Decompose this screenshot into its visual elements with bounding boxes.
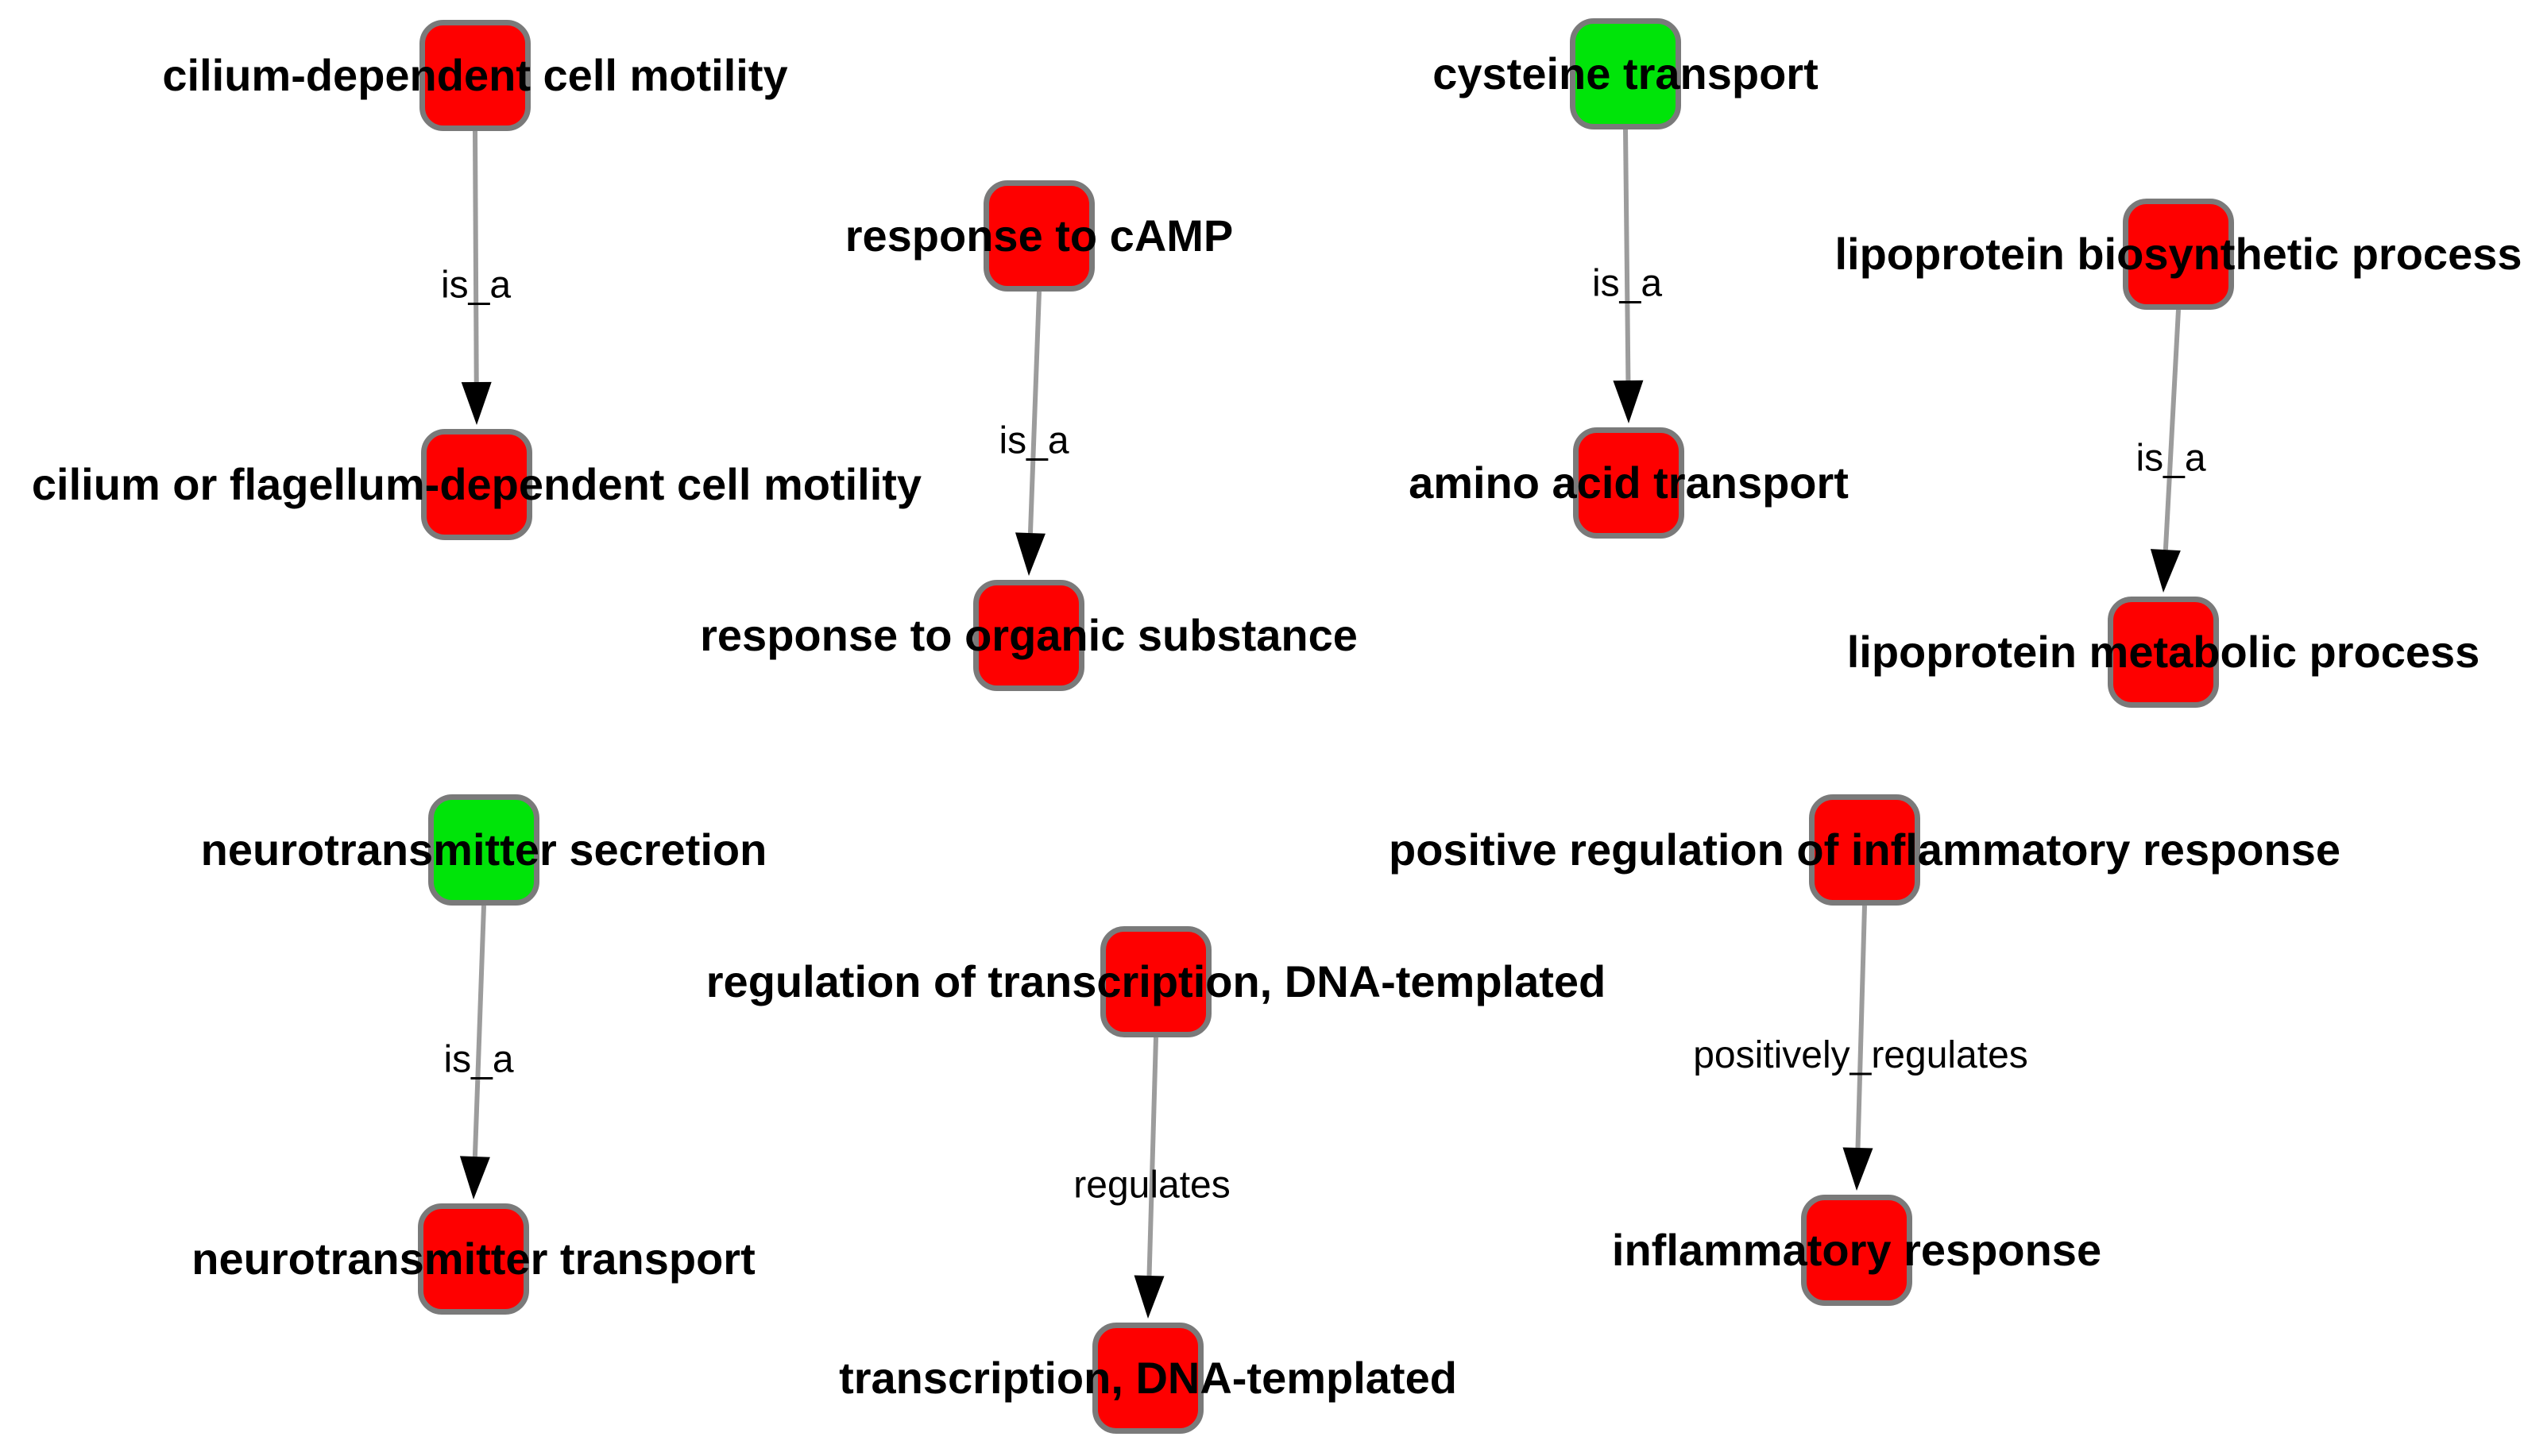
go-term-node-n2[interactable] [421, 429, 532, 540]
node-label-n1: cilium-dependent cell motility [162, 50, 788, 100]
node-label-n4: response to organic substance [700, 610, 1358, 660]
go-term-node-n4[interactable] [973, 580, 1084, 691]
edge-line[interactable] [2163, 309, 2181, 550]
node-label-n13: positive regulation of inflammatory resp… [1388, 825, 2341, 875]
node-label-n3: response to cAMP [845, 210, 1234, 261]
go-term-node-n14[interactable] [1801, 1195, 1912, 1306]
edge-n7-n8: is_a [2136, 309, 2206, 593]
go-term-node-n8[interactable] [2108, 597, 2219, 708]
edge-n13-n14: positively_regulates [1693, 905, 2028, 1191]
edge-line[interactable] [1027, 291, 1042, 534]
go-term-node-n10[interactable] [418, 1203, 529, 1315]
edge-label: is_a [443, 1039, 513, 1081]
edge-n11-n12: regulates [1073, 1037, 1231, 1319]
edge-arrowhead [461, 381, 492, 425]
edge-line[interactable] [1623, 129, 1631, 381]
edge-label: positively_regulates [1693, 1034, 2028, 1076]
edge-arrowhead [1842, 1147, 1873, 1191]
edge-n5-n6: is_a [1592, 129, 1662, 423]
go-term-node-n13[interactable] [1809, 794, 1920, 906]
edge-line[interactable] [472, 905, 486, 1157]
edge-arrowhead [1015, 532, 1046, 576]
go-term-node-n5[interactable] [1570, 18, 1681, 129]
go-term-node-n3[interactable] [984, 180, 1095, 292]
edge-label: is_a [2136, 438, 2205, 480]
edge-n1-n2: is_a [441, 130, 511, 425]
node-label-n6: amino acid transport [1409, 458, 1849, 508]
edge-n9-n10: is_a [443, 905, 514, 1199]
go-term-node-n9[interactable] [428, 794, 539, 906]
node-label-n2: cilium or flagellum-dependent cell motil… [31, 459, 922, 509]
edge-arrowhead [1134, 1275, 1165, 1319]
node-label-n14: inflammatory response [1611, 1225, 2102, 1275]
edge-arrowhead [2150, 549, 2181, 593]
go-term-node-n11[interactable] [1100, 926, 1212, 1037]
edge-label: regulates [1073, 1164, 1230, 1207]
edge-line[interactable] [1855, 905, 1867, 1149]
edge-n3-n4: is_a [999, 291, 1069, 576]
go-term-node-n12[interactable] [1092, 1323, 1204, 1434]
go-term-node-n7[interactable] [2123, 199, 2234, 310]
go-term-node-n1[interactable] [419, 20, 531, 131]
node-label-n12: transcription, DNA-templated [839, 1353, 1457, 1403]
node-label-n9: neurotransmitter secretion [200, 825, 767, 875]
edge-arrowhead [459, 1156, 490, 1199]
edge-line[interactable] [473, 130, 479, 383]
node-label-n5: cysteine transport [1432, 48, 1819, 98]
edge-arrowhead [1613, 380, 1644, 423]
go-term-node-n6[interactable] [1573, 427, 1684, 539]
node-label-n8: lipoprotein metabolic process [1846, 627, 2480, 677]
node-label-n11: regulation of transcription, DNA-templat… [705, 956, 1606, 1006]
node-label-n10: neurotransmitter transport [191, 1234, 756, 1284]
edge-line[interactable] [1146, 1037, 1158, 1276]
edge-label: is_a [1592, 263, 1662, 305]
edge-label: is_a [999, 420, 1069, 462]
edge-label: is_a [441, 265, 511, 307]
node-label-n7: lipoprotein biosynthetic process [1834, 229, 2522, 279]
